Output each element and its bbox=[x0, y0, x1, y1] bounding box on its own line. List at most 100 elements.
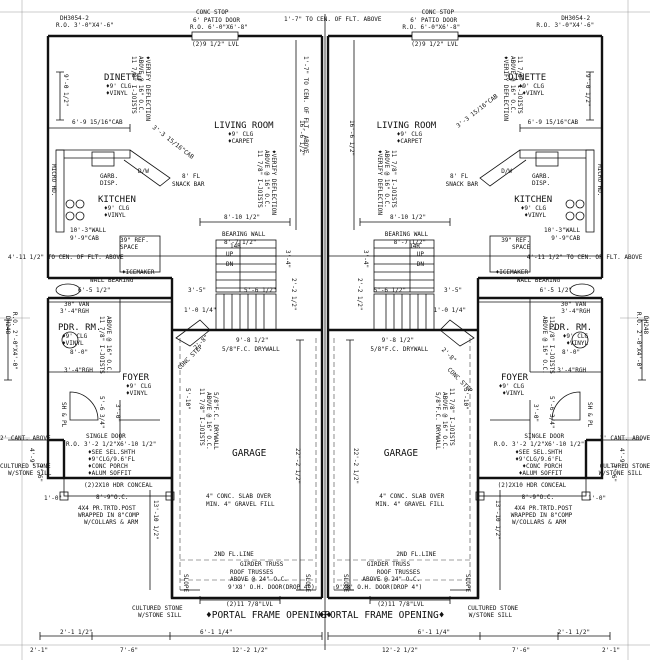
left-wall-bearing-label: WALL BEARING bbox=[90, 277, 134, 284]
right-patio-lvl-label: (2)9 1/2" LVL bbox=[411, 41, 458, 48]
right-wall-bearing-label: WALL BEARING bbox=[517, 277, 561, 284]
left-dim-6-5-label: 6'-5 1/2" bbox=[78, 287, 111, 294]
left-patio-stop-label: CONC STOP bbox=[196, 9, 229, 16]
left-window-tag-label: DH3054-2 bbox=[60, 15, 89, 22]
left-cultured-label: CULTURED STONE bbox=[0, 463, 51, 470]
unit-right bbox=[327, 31, 646, 640]
left-slope-label: SLOPE bbox=[304, 574, 311, 592]
right-icemaker-label: ♦ICEMAKER bbox=[496, 269, 529, 276]
right-dim-5-6-label: 5'-6 1/2" bbox=[374, 287, 407, 294]
left-patio-ro-label: R.O. 6'-0"X6'-8" bbox=[190, 24, 248, 31]
left-post3-label: W/COLLARS & ARM bbox=[84, 519, 139, 526]
left-dim-2-1b-label: 2'-1" bbox=[30, 647, 48, 654]
left-dim-6-1-label: 6'-1 1/4" bbox=[200, 629, 233, 636]
right-foyer-floor-label: ♦VINYL bbox=[502, 390, 524, 397]
right-slope-label: SLOPE bbox=[342, 574, 349, 592]
left-living-floor-label: ♦CARPET bbox=[228, 138, 254, 145]
right-stone-sill2-label: W/STONE SILL bbox=[469, 612, 513, 619]
right-garage-label: GARAGE bbox=[384, 448, 419, 459]
right-drywall-label: 5/8"F.C. DRYWALL bbox=[370, 346, 428, 353]
right-dim-13-10-label: 13'-10 1/2" bbox=[494, 500, 501, 540]
left-sh-label: SH & PL bbox=[60, 402, 67, 428]
left-living-label: LIVING ROOM bbox=[214, 121, 274, 131]
left-slab2-label: MIN. 4" GRAVEL FILL bbox=[206, 501, 275, 508]
right-dim-22-2-label: 22'-2 1/2" bbox=[352, 448, 359, 484]
left-dim-5-6-label: 5'-6 1/2" bbox=[244, 287, 277, 294]
right-dim-3-0-label: 3'-0" bbox=[532, 404, 539, 422]
left-dim-3-6-label: 3'-6" bbox=[36, 464, 43, 482]
left-kitchen-clg-label: ♦9' CLG bbox=[104, 205, 130, 212]
right-dim-8-0-label: 8'-0" bbox=[562, 349, 580, 356]
left-dim-8-9-label: 8'-9"O.C. bbox=[96, 494, 129, 501]
left-lvl-label: (2)11 7/8"LVL bbox=[226, 601, 273, 608]
left-ref-space-label: 39" REF. bbox=[120, 237, 149, 244]
right-garage-door-label: 9'X8' O.H. DOOR(DROP 4") bbox=[336, 584, 423, 591]
right-post-label: 4X4 PR.TRTD.POST bbox=[514, 505, 572, 512]
left-alum-label: ♦ALUM SOFFIT bbox=[88, 470, 132, 477]
left-dim-3-5-label: 3'-5" bbox=[188, 287, 206, 294]
right-stone-sill-label: W/STONE SILL bbox=[599, 470, 643, 477]
left-portal-label: ♦PORTAL FRAME OPENING♦ bbox=[206, 610, 332, 621]
right-dim-2-8-label: 2'-8" bbox=[440, 346, 458, 364]
left-icemaker-label: ♦ICEMAKER bbox=[122, 269, 155, 276]
left-dim-3-4-label: 3'-4" bbox=[284, 250, 291, 268]
range-burner-2 bbox=[65, 211, 75, 221]
right-slab-label: 4" CONC. SLAB OVER bbox=[379, 493, 444, 500]
right-single-ro-label: R.O. 3'-2 1/2"X6'-10 1/2" bbox=[494, 441, 584, 448]
right-window2-ro-label: R.O. 2'-0"X4'-0" bbox=[635, 312, 642, 370]
left-kitchen-label: KITCHEN bbox=[98, 195, 136, 205]
right-dim-3-5-label: 3'-5" bbox=[444, 287, 462, 294]
left-bearing-label: BEARING WALL bbox=[222, 231, 266, 238]
right-disp-label: DISP. bbox=[532, 180, 550, 187]
left-window2-ro-label: R.O. 2'-0"X4'-0" bbox=[11, 312, 18, 370]
right-living-clg-label: ♦9' CLG bbox=[397, 131, 423, 138]
right-living-label: LIVING ROOM bbox=[377, 121, 437, 131]
right-dn-label: DN bbox=[417, 261, 425, 268]
right-slab2-label: MIN. 4" GRAVEL FILL bbox=[376, 501, 445, 508]
right-joists4-label: 11 7/8" I-JOISTS bbox=[448, 388, 455, 446]
left-foyer-floor-label: ♦VINYL bbox=[126, 390, 148, 397]
right-single-door-label: SINGLE DOOR bbox=[524, 433, 564, 440]
right-van-label: 30" VAN bbox=[561, 301, 587, 308]
left-van-label: 30" VAN bbox=[64, 301, 90, 308]
left-dim-13-10-label: 13'-10 1/2" bbox=[152, 500, 159, 540]
right-dim-1-0b-label: 1'-0" bbox=[588, 495, 606, 502]
left-joists2-label: 11 7/8" I-JOISTS bbox=[256, 150, 263, 208]
left-drywall-label: 5/8"F.C. DRYWALL bbox=[222, 346, 280, 353]
right-snack-fl-label: 8' FL bbox=[450, 173, 468, 180]
right-micro-label: MICRO HD. bbox=[596, 164, 603, 197]
left-kitchen-floor-label: ♦VINYL bbox=[104, 212, 126, 219]
left-dim-cab-label: 6'-9 15/16"CAB bbox=[72, 119, 123, 126]
left-window2-tag-label: DH248 bbox=[4, 316, 11, 334]
left-living-clg-label: ♦9' CLG bbox=[228, 131, 254, 138]
left-patio-door-label: 6' PATIO DOOR bbox=[193, 17, 240, 24]
right-seal2-label: ♦9'CLG/9.6'FL bbox=[515, 456, 562, 463]
right-foyer-clg-label: ♦9' CLG bbox=[499, 383, 525, 390]
left-pdr-clg-label: ♦9' CLG bbox=[62, 333, 88, 340]
left-foyer-clg-label: ♦9' CLG bbox=[126, 383, 152, 390]
left-cultured2-label: CULTURED STONE bbox=[132, 605, 183, 612]
right-dim-2-1-label: 2'-1 1/2" bbox=[558, 629, 591, 636]
right-dim-8-9-label: 8'-9"O.C. bbox=[522, 494, 555, 501]
range-burner-4 bbox=[75, 211, 85, 221]
left-micro-label: MICRO HD. bbox=[50, 164, 57, 197]
right-dim-10-3-label: 10'-3"WALL bbox=[544, 227, 581, 234]
right-patio-ro-label: R.O. 6'-0"X6'-8" bbox=[402, 24, 460, 31]
left-mirror-label: 3'-4"RGH bbox=[64, 367, 93, 374]
right-kitchen-label: KITCHEN bbox=[514, 195, 552, 205]
left-dinette-label: DINETTE bbox=[104, 73, 142, 83]
right-dim-8-7-label: 8'-7 1/2" bbox=[394, 239, 427, 246]
right-alum-label: ♦ALUM SOFFIT bbox=[519, 470, 563, 477]
left-garage-door-label: 9'X8' O.H. DOOR(DROP 4") bbox=[228, 584, 315, 591]
right-kitchen-floor-label: ♦VINYL bbox=[524, 212, 546, 219]
left-stone-sill-label: W/STONE SILL bbox=[8, 470, 52, 477]
right-joists1b-label: ABOVE @ 16" O.C. bbox=[509, 56, 516, 114]
right-roof-label: ROOF TRUSSES bbox=[377, 569, 421, 576]
right-joists4c-label: 5/8"F.C. DRYWALL bbox=[434, 392, 441, 450]
left-joists4c-label: 5/8"F.C. DRYWALL bbox=[212, 392, 219, 450]
left-cant-label: 2' CANT. ABOVE bbox=[0, 435, 51, 442]
left-joists4-label: 11 7/8" I-JOISTS bbox=[198, 388, 205, 446]
